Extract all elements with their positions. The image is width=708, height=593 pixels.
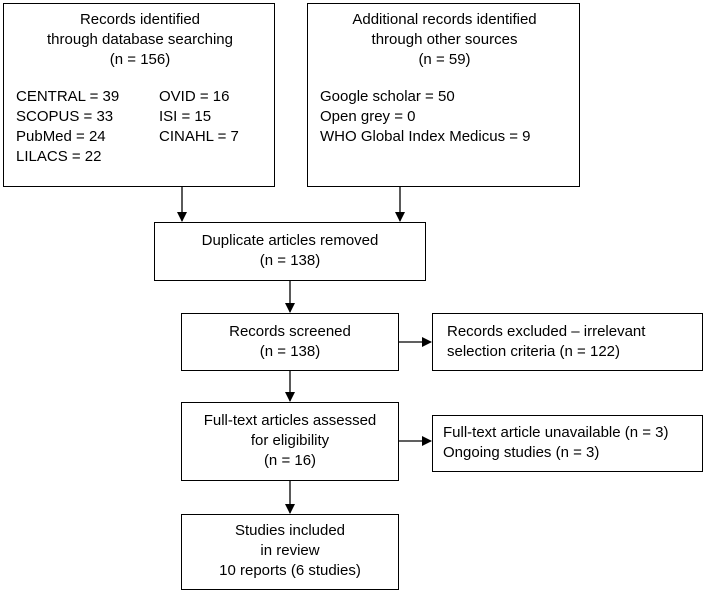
text-line: through other sources — [371, 31, 518, 48]
text-line: Full-text article unavailable (n = 3) — [443, 424, 669, 441]
other-sources-box: Additional records identified through ot… — [307, 3, 580, 187]
source-count: CENTRAL = 39 — [16, 88, 120, 105]
source-count: OVID = 16 — [159, 88, 230, 105]
other-source-list: Google scholar = 50 Open grey = 0 WHO Gl… — [320, 87, 569, 147]
source-count: PubMed = 24 — [16, 128, 106, 145]
records-screened-box: Records screened (n = 138) — [181, 313, 399, 371]
text-line: Full-text articles assessed — [203, 412, 377, 429]
text-line: through database searching — [47, 31, 233, 48]
text-line: Records screened — [229, 323, 351, 340]
text-line: Additional records identified — [352, 11, 537, 28]
full-text-assessed-box: Full-text articles assessed for eligibil… — [181, 402, 399, 481]
text-line: (n = 59) — [418, 51, 471, 68]
source-count: CINAHL = 7 — [159, 128, 239, 145]
source-count: SCOPUS = 33 — [16, 108, 114, 125]
text-line: for eligibility — [250, 432, 330, 449]
text-line: (n = 138) — [259, 252, 321, 269]
text-line: Ongoing studies (n = 3) — [443, 444, 600, 461]
source-count: LILACS = 22 — [16, 148, 102, 165]
text-line: Records excluded – irrelevant — [447, 323, 646, 340]
database-search-title: Records identified through database sear… — [16, 10, 264, 70]
text-line: in review — [260, 542, 320, 559]
source-count: ISI = 15 — [159, 108, 212, 125]
text-line: Records identified — [79, 11, 201, 28]
duplicates-removed-box: Duplicate articles removed (n = 138) — [154, 222, 426, 281]
text-line: (n = 156) — [109, 51, 171, 68]
text-line: Studies included — [234, 522, 346, 539]
database-source-list: CENTRAL = 39 SCOPUS = 33 PubMed = 24 LIL… — [16, 87, 264, 167]
studies-included-box: Studies included in review 10 reports (6… — [181, 514, 399, 590]
full-text-excluded-box: Full-text article unavailable (n = 3) On… — [432, 415, 703, 472]
database-source-column-left: CENTRAL = 39 SCOPUS = 33 PubMed = 24 LIL… — [16, 87, 159, 167]
text-line: 10 reports (6 studies) — [219, 562, 361, 579]
source-count: WHO Global Index Medicus = 9 — [320, 128, 531, 145]
text-line: (n = 16) — [263, 452, 317, 469]
text-line: Duplicate articles removed — [201, 232, 379, 249]
database-search-box: Records identified through database sear… — [3, 3, 275, 187]
text-line: (n = 138) — [259, 343, 321, 360]
other-sources-title: Additional records identified through ot… — [320, 10, 569, 70]
text-line: selection criteria (n = 122) — [447, 343, 620, 360]
records-excluded-box: Records excluded – irrelevant selection … — [432, 313, 703, 371]
source-count: Google scholar = 50 — [320, 88, 455, 105]
source-count: Open grey = 0 — [320, 108, 416, 125]
database-source-column-right: OVID = 16 ISI = 15 CINAHL = 7 — [159, 87, 239, 167]
